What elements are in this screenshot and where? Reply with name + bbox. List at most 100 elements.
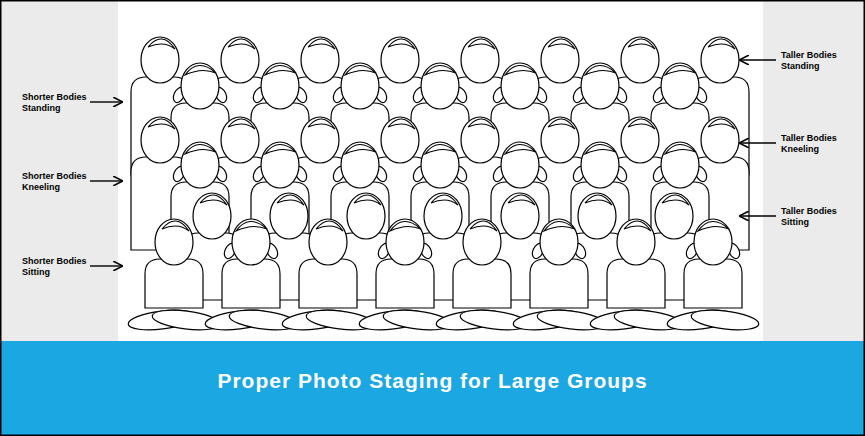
head-outline: [386, 219, 424, 265]
person-figure: [411, 63, 469, 190]
hair-swoosh: [345, 65, 376, 75]
side-label: Taller Bodies Standing: [781, 50, 845, 72]
hair-swoosh: [228, 119, 255, 129]
hair-swoosh: [468, 39, 495, 49]
head-outline: [694, 219, 732, 265]
leader-arrow: [740, 142, 776, 143]
hair-swoosh: [316, 221, 343, 231]
hair-swoosh: [200, 195, 227, 205]
head-outline: [501, 63, 539, 109]
head-outline: [617, 219, 655, 265]
hair-swoosh: [345, 144, 376, 154]
head-outline: [421, 63, 459, 109]
hair-swoosh: [544, 221, 575, 231]
head-outline: [381, 37, 419, 83]
head-outline: [301, 117, 339, 163]
head-outline: [501, 193, 539, 239]
head-outline: [578, 193, 616, 239]
body-outline: [607, 259, 665, 308]
hair-swoosh: [585, 195, 612, 205]
head-outline: [155, 219, 193, 265]
body-outline: [453, 259, 511, 308]
hair-swoosh: [665, 65, 696, 75]
hair-swoosh: [185, 144, 216, 154]
leader-arrow: [90, 180, 122, 181]
hair-swoosh: [228, 39, 255, 49]
hair-swoosh: [548, 119, 575, 129]
head-outline: [701, 117, 739, 163]
head-outline: [581, 63, 619, 109]
person-figure: [453, 219, 511, 308]
leader-arrow: [740, 215, 776, 216]
head-outline: [701, 37, 739, 83]
crossed-leg: [690, 307, 760, 333]
hair-swoosh: [425, 65, 456, 75]
head-outline: [541, 117, 579, 163]
head-outline: [181, 142, 219, 188]
body-outline: [411, 103, 469, 190]
hair-swoosh: [390, 221, 421, 231]
hair-swoosh: [708, 119, 735, 129]
person-figure: [251, 63, 309, 190]
head-outline: [301, 37, 339, 83]
person-figure: [651, 63, 709, 190]
person-figure: [299, 219, 357, 308]
hair-swoosh: [468, 119, 495, 129]
hair-swoosh: [431, 195, 458, 205]
body-outline: [222, 259, 280, 308]
body-outline: [651, 103, 709, 190]
head-outline: [501, 142, 539, 188]
body-outline: [571, 103, 629, 190]
body-outline: [331, 103, 389, 190]
hair-swoosh: [505, 65, 536, 75]
leader-arrow: [90, 101, 122, 102]
hair-swoosh: [505, 144, 536, 154]
hair-swoosh: [236, 221, 267, 231]
body-outline: [299, 259, 357, 308]
hair-swoosh: [708, 39, 735, 49]
head-outline: [661, 63, 699, 109]
person-figure: [171, 63, 229, 190]
head-outline: [581, 142, 619, 188]
hair-swoosh: [662, 195, 689, 205]
side-label: Shorter Bodies Kneeling: [22, 171, 88, 193]
head-outline: [141, 117, 179, 163]
hair-swoosh: [628, 119, 655, 129]
head-outline: [341, 63, 379, 109]
person-figure: [571, 63, 629, 190]
person-figure: [684, 219, 742, 308]
hair-swoosh: [628, 39, 655, 49]
leader-arrow: [90, 265, 122, 266]
hair-swoosh: [185, 65, 216, 75]
head-outline: [541, 37, 579, 83]
hair-swoosh: [308, 119, 335, 129]
head-outline: [421, 142, 459, 188]
head-outline: [181, 63, 219, 109]
hair-swoosh: [470, 221, 497, 231]
person-figure: [491, 63, 549, 190]
hair-swoosh: [388, 119, 415, 129]
side-band: [0, 0, 865, 341]
hair-swoosh: [425, 144, 456, 154]
hair-swoosh: [148, 39, 175, 49]
person-figure: [607, 219, 665, 308]
hair-swoosh: [698, 221, 729, 231]
person-figure: [376, 219, 434, 308]
head-outline: [461, 117, 499, 163]
side-label: Shorter Bodies Sitting: [22, 256, 88, 278]
head-outline: [424, 193, 462, 239]
person-figure: [145, 219, 203, 308]
person-figure: [331, 63, 389, 190]
head-outline: [270, 193, 308, 239]
head-outline: [341, 142, 379, 188]
head-outline: [347, 193, 385, 239]
head-outline: [232, 219, 270, 265]
body-outline: [251, 103, 309, 190]
head-outline: [381, 117, 419, 163]
head-outline: [540, 219, 578, 265]
head-outline: [655, 193, 693, 239]
hair-swoosh: [508, 195, 535, 205]
side-label: Taller Bodies Sitting: [781, 206, 845, 228]
leader-group: [90, 60, 776, 266]
